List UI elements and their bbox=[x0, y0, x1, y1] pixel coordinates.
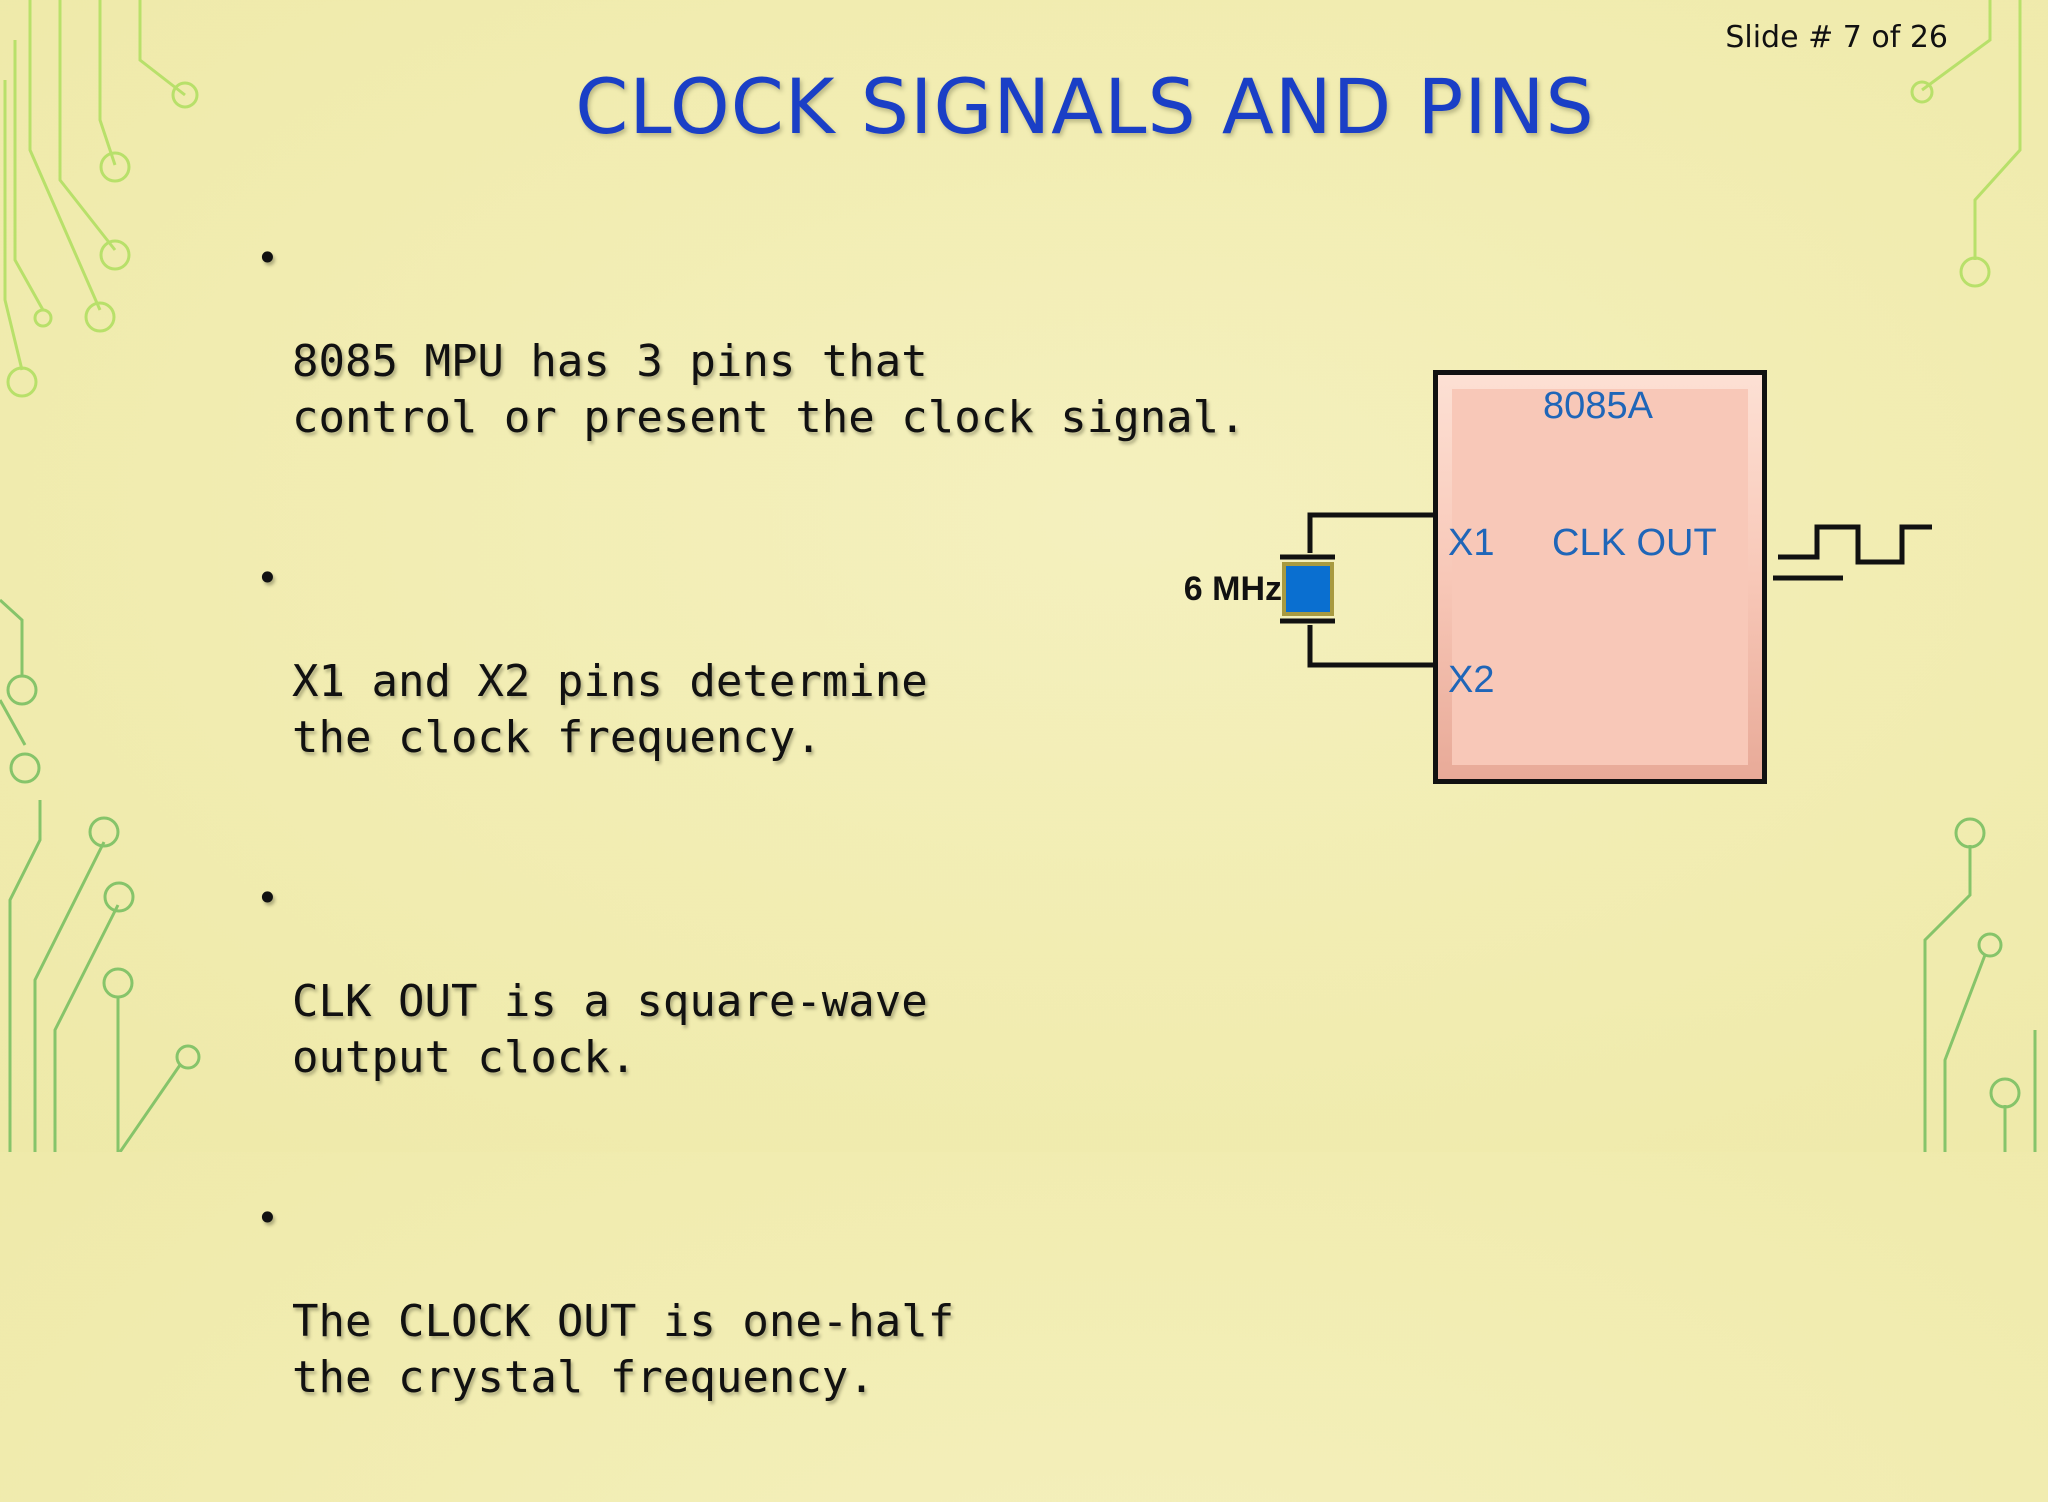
crystal-frequency-label: 6 MHz bbox=[1184, 570, 1282, 608]
bullet-text: The CLOCK OUT is one-half the crystal fr… bbox=[292, 1296, 955, 1403]
bullet-dot-icon: • bbox=[256, 1196, 279, 1240]
bullet-dot-icon: • bbox=[256, 556, 279, 600]
bullet-text: X1 and X2 pins determine the clock frequ… bbox=[292, 656, 928, 763]
bullet-item: • The CLOCK OUT is one-half the crystal … bbox=[250, 1182, 1246, 1406]
bullet-text: 8085 MPU has 3 pins that control or pres… bbox=[292, 336, 1246, 443]
pin-x1-label: X1 bbox=[1448, 522, 1494, 564]
bullet-list: • 8085 MPU has 3 pins that control or pr… bbox=[250, 222, 1246, 1502]
bullet-dot-icon: • bbox=[256, 876, 279, 920]
pin-clk-out-label: CLK OUT bbox=[1552, 522, 1717, 564]
bullet-text: CLK OUT is a square-wave output clock. bbox=[292, 976, 928, 1083]
pin-x2-label: X2 bbox=[1448, 659, 1494, 701]
bullet-dot-icon: • bbox=[256, 236, 279, 280]
chip-name: 8085A bbox=[1543, 385, 1654, 427]
crystal-icon bbox=[1282, 562, 1334, 616]
slide-title: CLOCK SIGNALS AND PINS bbox=[575, 62, 1595, 151]
crystal-wires bbox=[1307, 512, 1433, 668]
crystal-plates bbox=[1280, 554, 1335, 624]
clk-out-waveform bbox=[1773, 524, 1932, 581]
clock-circuit-diagram: 8085A X1 X2 CLK OUT 6 MHz bbox=[1184, 370, 1932, 784]
slide-number: Slide # 7 of 26 bbox=[1725, 20, 1948, 55]
bullet-item: • X1 and X2 pins determine the clock fre… bbox=[250, 542, 1246, 766]
chip-face bbox=[1452, 389, 1748, 765]
bullet-item: • 8085 MPU has 3 pins that control or pr… bbox=[250, 222, 1246, 446]
bullet-item: • CLK OUT is a square-wave output clock. bbox=[250, 862, 1246, 1086]
circuit-decoration bbox=[0, 0, 2037, 1152]
